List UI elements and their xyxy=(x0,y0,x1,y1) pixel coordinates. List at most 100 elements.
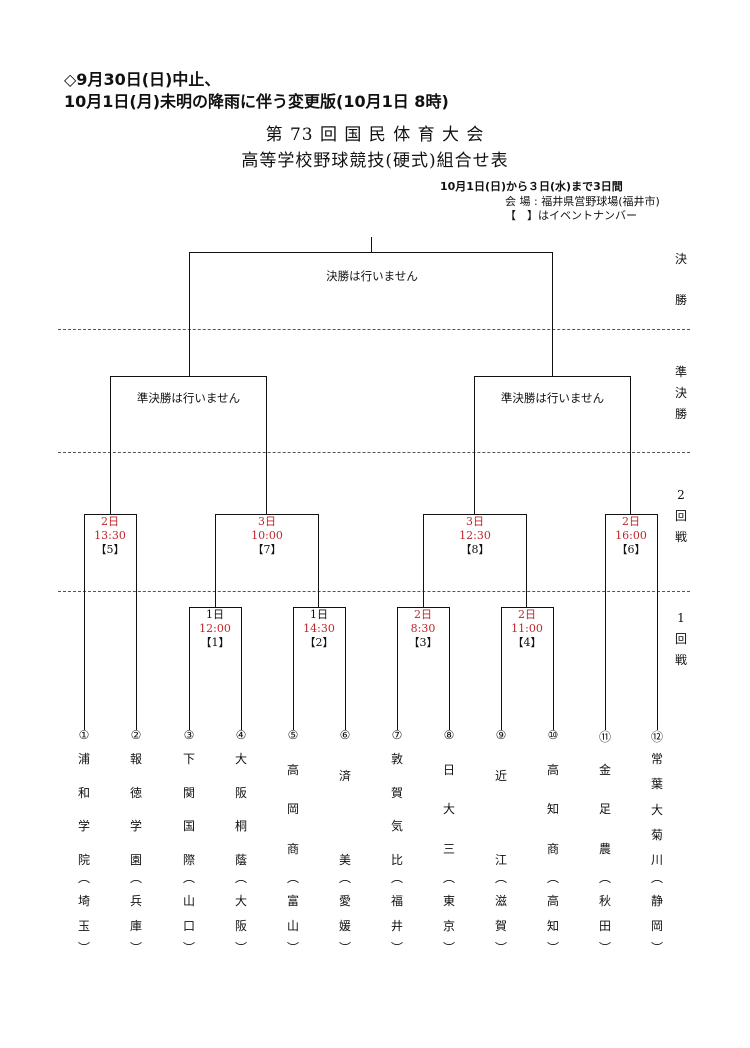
team-3: ③ 下関国際 ︵山口︶ xyxy=(178,728,200,954)
tournament-period: 10月1日(日)から３日(水)まで3日間 xyxy=(440,180,623,193)
final-left-leg xyxy=(189,252,190,376)
final-note: 決勝は行いません xyxy=(326,269,418,283)
team-3-line xyxy=(189,607,190,730)
team-number: ④ xyxy=(235,728,247,742)
semi-left-leg-b xyxy=(266,376,267,515)
first-round-bar-2 xyxy=(293,607,346,608)
team-prefecture: ︵秋田︶ xyxy=(598,871,611,955)
team-12-line xyxy=(657,514,658,730)
team-number: ⑧ xyxy=(443,728,455,742)
team-prefecture: ︵静岡︶ xyxy=(650,871,663,955)
semi-left-note: 準決勝は行いません xyxy=(136,391,241,405)
team-prefecture: ︵愛媛︶ xyxy=(338,871,351,955)
match-info-event-3: 2日 8:30 【3】 xyxy=(408,608,438,649)
team-prefecture: ︵東京︶ xyxy=(442,871,455,955)
team-name: 報徳学園 xyxy=(129,752,142,867)
final-bar xyxy=(189,252,553,253)
team-number: ⑤ xyxy=(287,728,299,742)
team-2: ② 報徳学園 ︵兵庫︶ xyxy=(125,728,147,954)
team-number: ⑩ xyxy=(547,728,559,742)
team-7-line xyxy=(397,607,398,730)
team-name: 近江 xyxy=(494,768,507,867)
team-6: ⑥ 済美 ︵愛媛︶ xyxy=(334,728,356,954)
semi-right-note: 準決勝は行いません xyxy=(500,391,605,405)
team-prefecture: ︵高知︶ xyxy=(546,871,559,955)
team-9-line xyxy=(501,607,502,730)
event-number-legend: 【 】はイベントナンバー xyxy=(505,209,637,222)
team-11-line xyxy=(605,514,606,730)
divider-final xyxy=(58,329,690,330)
team-name: 高岡商 xyxy=(286,763,299,856)
second-round-8-leg-b xyxy=(526,514,527,607)
second-round-7-leg-a xyxy=(215,514,216,607)
team-4: ④ 大阪桐蔭 ︵大阪︶ xyxy=(230,728,252,954)
second-round-8-leg-a xyxy=(423,514,424,607)
page-title: 第 73 回 国 民 体 育 大 会 xyxy=(265,125,485,145)
semi-left-bar xyxy=(110,376,267,377)
team-name: 金足農 xyxy=(598,763,611,856)
team-prefecture: ︵埼玉︶ xyxy=(77,871,90,955)
second-round-bar-8 xyxy=(423,514,527,515)
champion-line xyxy=(371,237,372,253)
notice-line-2: 10月1日(月)未明の降雨に伴う変更版(10月1日 8時) xyxy=(64,92,449,111)
team-8-line xyxy=(449,607,450,730)
team-name: 常葉大菊川 xyxy=(650,752,663,867)
first-round-bar-1 xyxy=(189,607,242,608)
match-info-event-8: 3日 12:30 【8】 xyxy=(459,515,491,556)
team-name: 敦賀気比 xyxy=(390,752,403,867)
match-info-event-4: 2日 11:00 【4】 xyxy=(511,608,543,649)
team-number: ② xyxy=(130,728,142,742)
round-label-final: 決 勝 xyxy=(674,252,687,307)
team-prefecture: ︵富山︶ xyxy=(286,871,299,955)
match-info-event-7: 3日 10:00 【7】 xyxy=(251,515,283,556)
page-subtitle: 高等学校野球競技(硬式)組合せ表 xyxy=(241,151,509,171)
semi-left-leg-a xyxy=(110,376,111,515)
second-round-bar-5 xyxy=(84,514,137,515)
round-label-second: 2 回 戦 xyxy=(674,488,687,544)
venue-info: 会 場 : 福井県営野球場(福井市) xyxy=(505,195,660,208)
team-name: 済美 xyxy=(338,768,351,867)
team-prefecture: ︵山口︶ xyxy=(182,871,195,955)
round-label-semi: 準 決 勝 xyxy=(674,365,687,421)
team-number: ⑫ xyxy=(650,730,663,744)
second-round-bar-7 xyxy=(215,514,319,515)
team-name: 高知商 xyxy=(546,763,559,856)
team-10: ⑩ 高知商 ︵高知︶ xyxy=(542,728,564,954)
team-prefecture: ︵滋賀︶ xyxy=(494,871,507,955)
match-info-event-2: 1日 14:30 【2】 xyxy=(303,608,335,649)
team-number: ⑥ xyxy=(339,728,351,742)
team-6-line xyxy=(345,607,346,730)
semi-right-bar xyxy=(474,376,631,377)
team-8: ⑧ 日大三 ︵東京︶ xyxy=(438,728,460,954)
notice-line-1: ◇9月30日(日)中止、 xyxy=(64,70,221,89)
semi-right-leg-a xyxy=(474,376,475,515)
divider-second xyxy=(58,591,690,592)
team-10-line xyxy=(553,607,554,730)
semi-right-leg-b xyxy=(630,376,631,515)
team-12: ⑫ 常葉大菊川 ︵静岡︶ xyxy=(646,728,668,954)
team-prefecture: ︵大阪︶ xyxy=(234,871,247,955)
final-right-leg xyxy=(552,252,553,376)
team-4-line xyxy=(241,607,242,730)
match-info-event-5: 2日 13:30 【5】 xyxy=(94,515,126,556)
team-prefecture: ︵兵庫︶ xyxy=(129,871,142,955)
team-name: 大阪桐蔭 xyxy=(234,752,247,867)
second-round-bar-6 xyxy=(605,514,658,515)
team-5-line xyxy=(293,607,294,730)
team-name: 日大三 xyxy=(442,763,455,856)
team-1-line xyxy=(84,514,85,730)
team-number: ③ xyxy=(183,728,195,742)
divider-semi xyxy=(58,452,690,453)
round-label-first: 1 回 戦 xyxy=(674,611,687,667)
team-2-line xyxy=(136,514,137,730)
team-number: ① xyxy=(78,728,90,742)
team-number: ⑨ xyxy=(495,728,507,742)
team-name: 下関国際 xyxy=(182,752,195,867)
first-round-bar-3 xyxy=(397,607,450,608)
second-round-7-leg-b xyxy=(318,514,319,607)
team-number: ⑦ xyxy=(391,728,403,742)
first-round-bar-4 xyxy=(501,607,554,608)
